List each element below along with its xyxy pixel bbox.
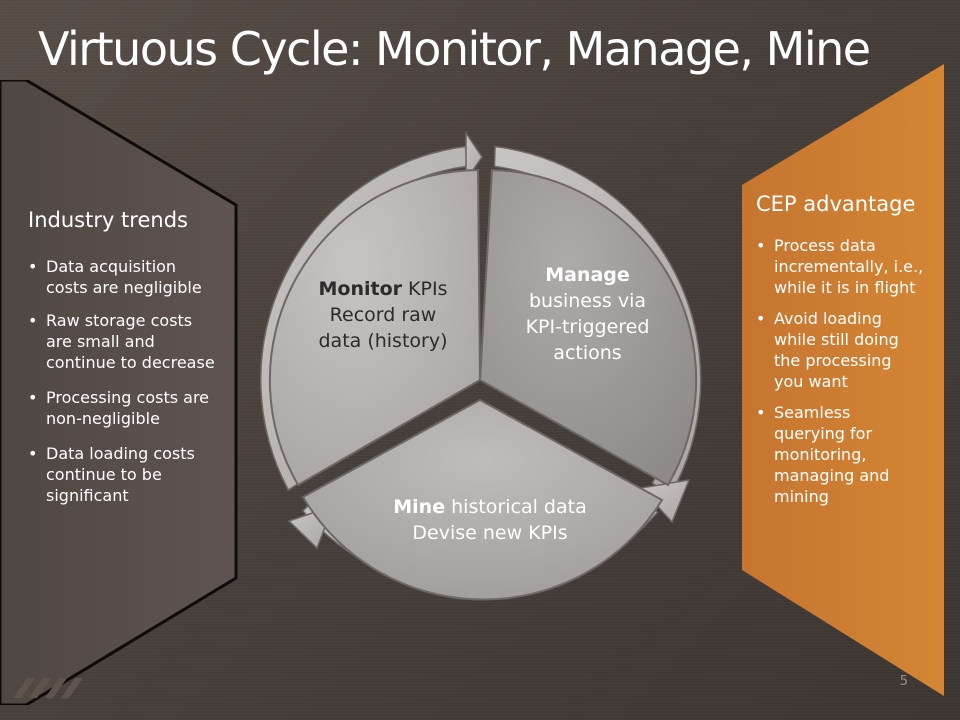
arrow-head-to-manage-icon: [465, 130, 483, 183]
list-item: Seamless querying for monitoring, managi…: [756, 402, 926, 507]
monitor-bold-text: Monitor: [318, 278, 403, 300]
list-item: Raw storage costs are small and continue…: [28, 310, 218, 373]
manage-bold-text: Manage: [545, 264, 630, 286]
monitor-line2: Record raw: [329, 304, 437, 326]
monitor-line3: data (history): [318, 330, 448, 352]
segment-manage: [478, 168, 698, 487]
footer-stripes: [12, 678, 86, 698]
list-item: Processing costs are non-negligible: [28, 387, 218, 429]
cycle-wheel: [259, 130, 702, 601]
right-panel-bullets: Process data incrementally, i.e., while …: [756, 235, 926, 507]
manage-line4: actions: [553, 342, 622, 364]
list-item: Data acquisition costs are negligible: [28, 256, 218, 298]
list-item: Data loading costs continue to be signif…: [28, 443, 218, 506]
page-number: 5: [899, 674, 908, 689]
list-item: Process data incrementally, i.e., while …: [756, 235, 926, 298]
mine-line2: Devise new KPIs: [412, 522, 568, 544]
manage-line2: business via: [528, 290, 646, 312]
left-panel-heading: Industry trends: [28, 208, 188, 232]
left-panel-bullets: Data acquisition costs are negligible Ra…: [28, 256, 218, 506]
right-panel-heading: CEP advantage: [756, 192, 916, 216]
manage-line3: KPI-triggered: [525, 316, 650, 338]
left-panel-industry-trends: Industry trends Data acquisition costs a…: [0, 80, 240, 705]
mine-bold-text: Mine: [393, 496, 446, 518]
cycle-diagram: Monitor KPIs Record raw data (history) M…: [230, 130, 730, 630]
segment-mine-label: Mine historical data Devise new KPIs: [360, 494, 620, 546]
list-item: Avoid loading while still doing the proc…: [756, 308, 926, 392]
mine-rest-text: historical data: [445, 496, 587, 518]
monitor-rest-text: KPIs: [402, 278, 448, 300]
slide-title: Virtuous Cycle: Monitor, Manage, Mine: [38, 22, 871, 76]
right-panel-cep-advantage: CEP advantage Process data incrementally…: [738, 60, 960, 700]
segment-manage-label: Manage business via KPI-triggered action…: [500, 262, 675, 366]
segment-mine: [301, 398, 664, 601]
segment-monitor-label: Monitor KPIs Record raw data (history): [298, 276, 468, 354]
segment-monitor: [268, 168, 482, 487]
